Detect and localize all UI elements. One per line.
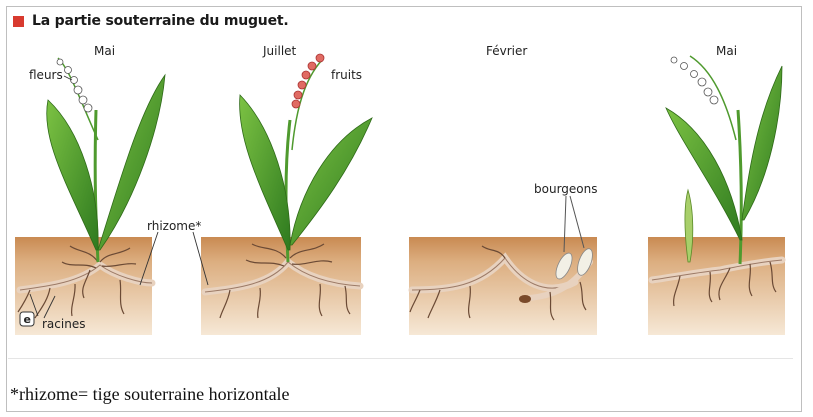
label-fleurs: fleurs (29, 68, 63, 82)
badge-e-letter: e (24, 313, 31, 326)
month-label-mai-2: Mai (716, 44, 737, 58)
label-fruits: fruits (331, 68, 362, 82)
month-label-juillet: Juillet (262, 44, 297, 58)
label-bourgeons: bourgeons (534, 182, 598, 196)
rhizome-footnote: *rhizome= tige souterraine horizontale (10, 384, 290, 405)
divider-line (8, 358, 793, 359)
month-label-mai-1: Mai (94, 44, 115, 58)
soil-block-4 (648, 237, 785, 335)
label-racines: racines (42, 317, 85, 331)
label-rhizome: rhizome* (147, 219, 201, 233)
month-label-fevrier: Février (486, 44, 527, 58)
